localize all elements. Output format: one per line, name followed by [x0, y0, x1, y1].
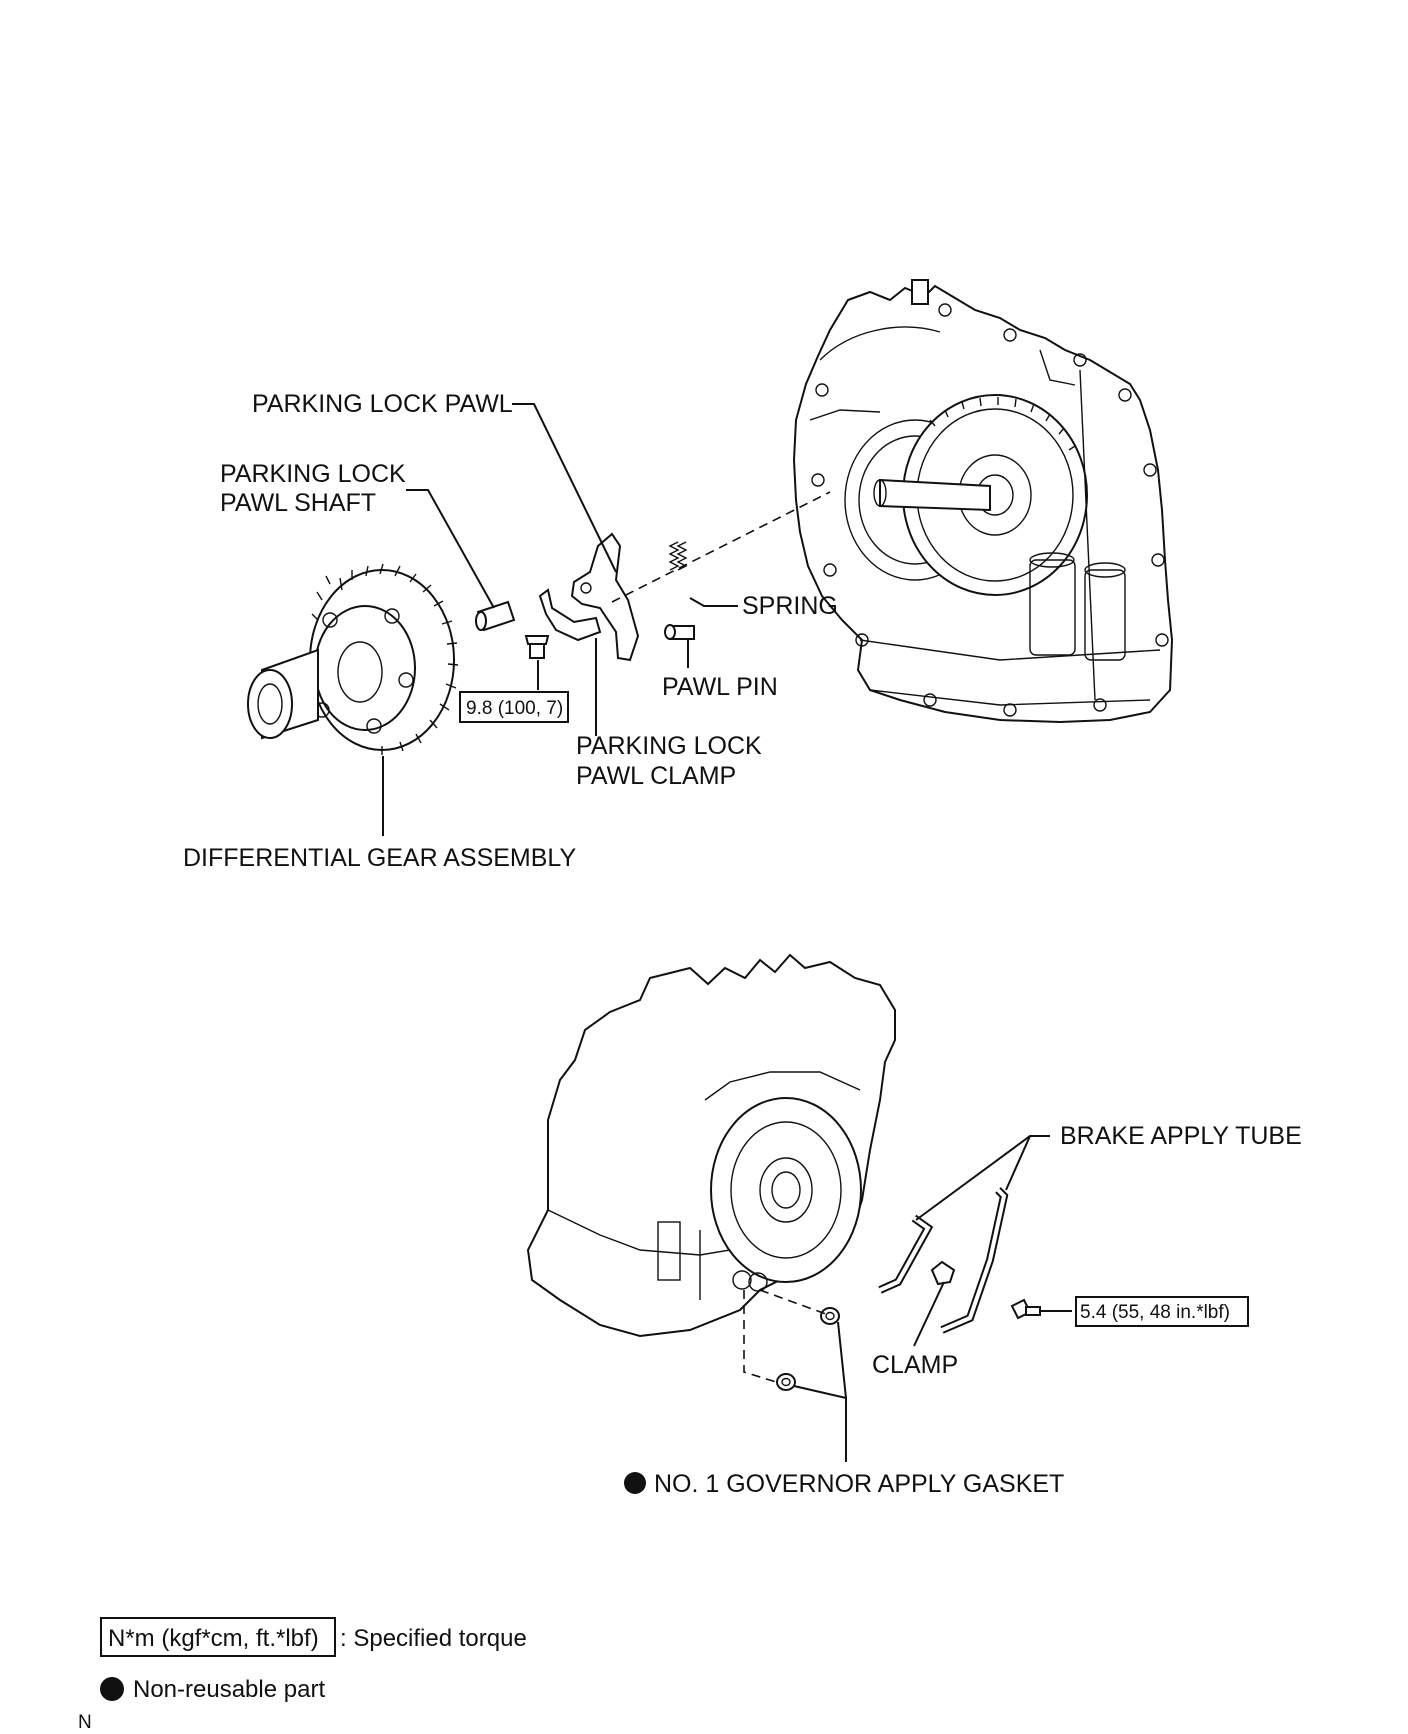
label-pawl-shaft-1: PARKING LOCK [220, 460, 406, 488]
legend-non-reusable-text: Non-reusable part [133, 1676, 325, 1703]
label-brake-apply-tube: BRAKE APPLY TUBE [1060, 1122, 1302, 1150]
label-pawl-pin: PAWL PIN [662, 673, 778, 701]
tube-clamp-bolt-illustration [1010, 1298, 1041, 1320]
torque-box-pawl-clamp [459, 691, 569, 723]
leader-gasket-b [793, 1385, 847, 1399]
dash-gasket [743, 1290, 777, 1383]
corner-mark: N [78, 1712, 92, 1733]
transaxle-case-illustration [792, 279, 1174, 724]
label-spring: SPRING [742, 592, 838, 620]
torque-value-pawl-clamp: 9.8 (100, 7) [466, 698, 563, 719]
leader-brake-tube-a [915, 1135, 1050, 1221]
leader-parking-lock-pawl [512, 403, 617, 573]
pawl-clamp-bolt-illustration [524, 635, 550, 659]
leader-spring [689, 597, 738, 607]
label-clamp: CLAMP [872, 1351, 958, 1379]
legend-torque-unit: N*m (kgf*cm, ft.*lbf) [108, 1625, 319, 1652]
legend-non-reusable-icon [100, 1677, 124, 1701]
label-pawl-clamp-1: PARKING LOCK [576, 732, 762, 760]
leader-gasket-a [837, 1321, 847, 1462]
label-differential-gear-assembly: DIFFERENTIAL GEAR ASSEMBLY [183, 844, 576, 872]
torque-box-tube-clamp [1075, 1296, 1249, 1327]
parking-lock-pawl-shaft-illustration [475, 600, 516, 632]
brake-apply-tube-illustration [878, 1187, 1009, 1334]
label-pawl-clamp-2: PAWL CLAMP [576, 762, 736, 790]
legend-torque-box [100, 1617, 336, 1657]
differential-gear-assembly-illustration [247, 563, 459, 755]
tube-clamp-illustration [930, 1260, 956, 1286]
parking-lock-pawl-illustration [570, 532, 640, 662]
leader-pawl-shaft [406, 489, 495, 609]
torque-value-tube-clamp: 5.4 (55, 48 in.*lbf) [1080, 1302, 1230, 1323]
transaxle-rear-illustration [526, 953, 896, 1338]
non-reusable-icon [624, 1472, 646, 1494]
leader-brake-tube-b [1005, 1135, 1031, 1191]
governor-gasket-illustration [776, 1307, 840, 1391]
legend-torque-desc: : Specified torque [340, 1625, 527, 1652]
label-pawl-shaft-2: PAWL SHAFT [220, 489, 376, 517]
pawl-pin-illustration [664, 624, 695, 640]
label-parking-lock-pawl: PARKING LOCK PAWL [252, 390, 513, 418]
label-governor-apply-gasket: NO. 1 GOVERNOR APPLY GASKET [654, 1470, 1064, 1498]
leader-clamp [913, 1281, 945, 1347]
parking-lock-pawl-clamp-illustration [538, 588, 602, 642]
